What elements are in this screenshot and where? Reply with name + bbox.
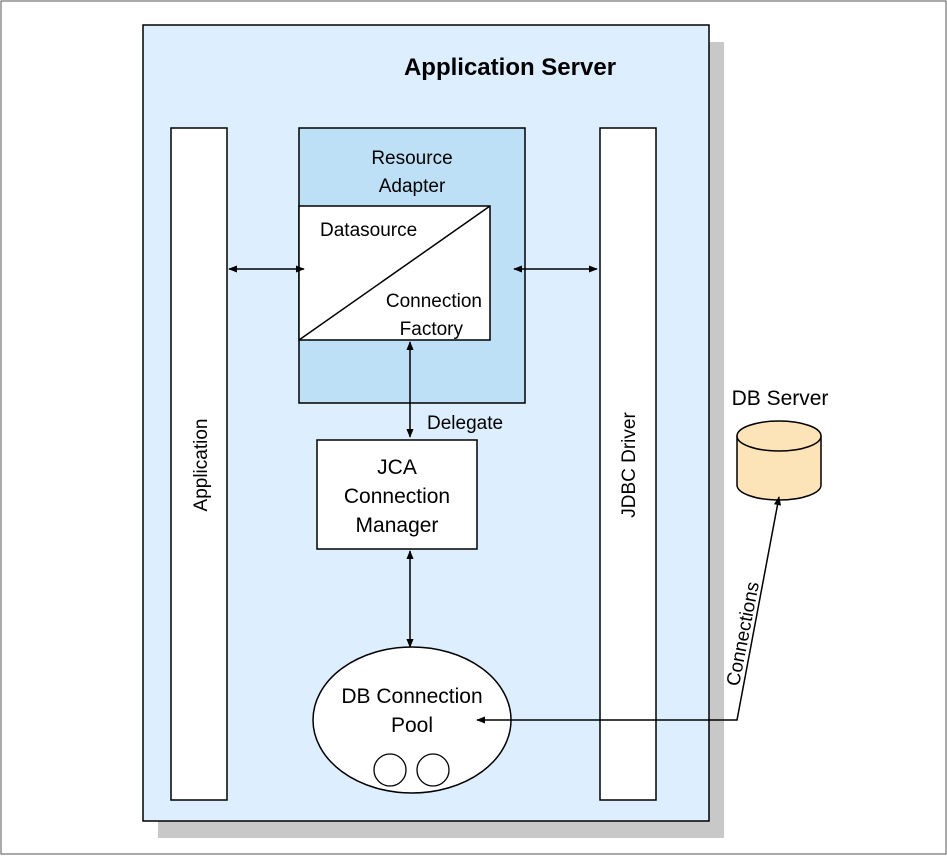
resource-adapter-line1: Resource — [371, 148, 452, 169]
jca-connection-manager-box — [316, 439, 478, 550]
connection-factory-line2: Factory — [400, 319, 464, 340]
datasource-label: Datasource — [320, 220, 417, 241]
resource-adapter-line2: Adapter — [379, 176, 446, 197]
connections-label: Connections — [723, 580, 764, 688]
connection-factory-line1: Connection — [386, 291, 482, 312]
application-server-title: Application Server — [404, 54, 616, 81]
application-column — [170, 127, 228, 801]
database-icon — [736, 420, 822, 501]
jca-line1: JCA — [377, 456, 417, 479]
db-pool-line2: Pool — [391, 714, 433, 737]
connections-arrow — [476, 496, 782, 724]
db-pool-line1: DB Connection — [341, 685, 482, 708]
delegate-label: Delegate — [427, 413, 503, 434]
pooled-connection-icon — [416, 753, 450, 787]
jca-line3: Manager — [356, 514, 439, 537]
application-label: Application — [191, 419, 212, 512]
datasource-diagonal — [298, 205, 491, 341]
jca-line2: Connection — [344, 485, 450, 508]
pooled-connection-icon — [373, 753, 407, 787]
db-server-label: DB Server — [732, 387, 829, 410]
jdbc-driver-label: JDBC Driver — [619, 412, 640, 518]
